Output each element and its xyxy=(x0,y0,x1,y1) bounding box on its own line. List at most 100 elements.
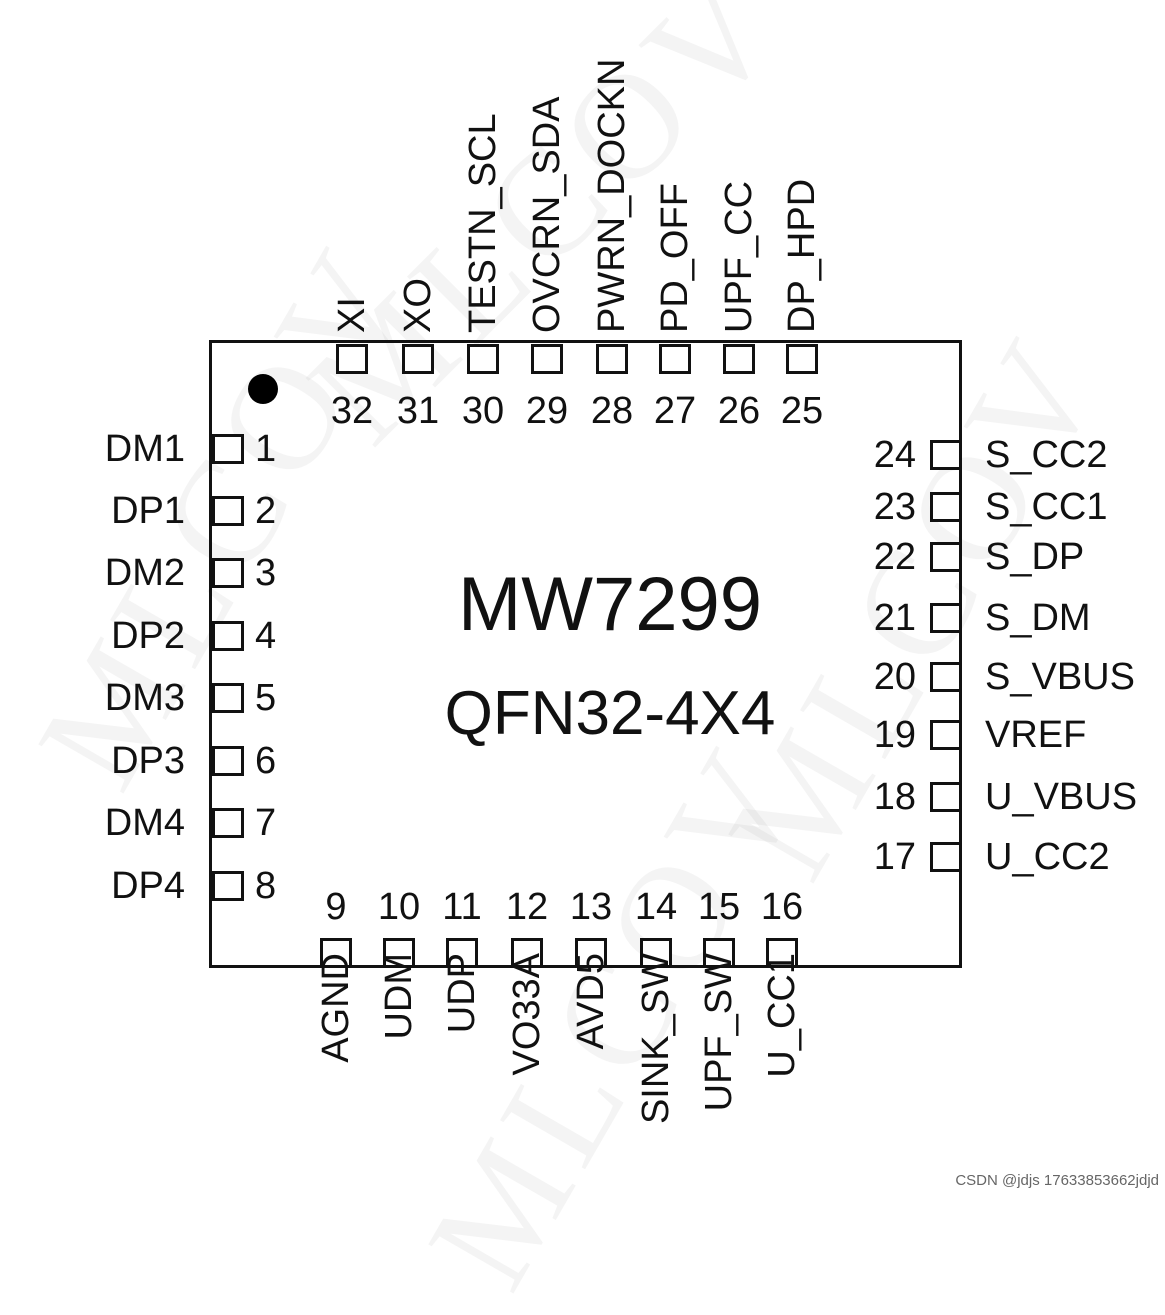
pin-pad xyxy=(320,938,352,968)
pin-number-label: 19 xyxy=(873,714,916,756)
pin-name-label: DP1 xyxy=(111,490,185,532)
pin-number-label: 11 xyxy=(442,886,482,928)
pin-number-label: 21 xyxy=(873,597,916,639)
pin-number-label: 18 xyxy=(873,776,916,818)
pin-pad xyxy=(212,558,244,588)
pin-number-label: 24 xyxy=(873,434,916,476)
pin-name-label: TESTN_SCL xyxy=(462,113,504,333)
pin-name-label: UPF_CC xyxy=(718,180,760,333)
pin-name-label: AGND xyxy=(315,953,357,1063)
pin-pad xyxy=(446,938,478,968)
pin-pad xyxy=(659,344,691,374)
pin-pad xyxy=(467,344,499,374)
pin-pad xyxy=(402,344,434,374)
pin-number-label: 28 xyxy=(590,390,634,432)
pin-name-label: PWRN_DOCKN xyxy=(591,58,633,333)
pin-name-label: DM2 xyxy=(104,552,185,594)
pin-name-label: UPF_SW xyxy=(698,953,740,1112)
pin-number-label: 32 xyxy=(330,390,374,432)
pin-number-label: 29 xyxy=(525,390,569,432)
pin-name-label: DM3 xyxy=(104,677,185,719)
pin-name-label: S_CC1 xyxy=(985,486,1108,528)
pin-number-label: 30 xyxy=(461,390,505,432)
pin-name-label: DP4 xyxy=(111,865,185,907)
pin-name-label: DM1 xyxy=(104,428,185,470)
pin-number-label: 25 xyxy=(780,390,824,432)
pin-number-label: 12 xyxy=(505,886,549,928)
pin-pad xyxy=(930,720,962,750)
pin-pad xyxy=(930,542,962,572)
pin-number-label: 8 xyxy=(255,865,277,907)
pin-name-label: UDM xyxy=(378,953,420,1040)
pin-pad xyxy=(575,938,607,968)
pin-name-label: XI xyxy=(331,297,373,333)
pin-number-label: 14 xyxy=(634,886,678,928)
pin-pad xyxy=(212,621,244,651)
pin-pad xyxy=(930,603,962,633)
pin-name-label: DP2 xyxy=(111,615,185,657)
pin-name-label: DM4 xyxy=(104,802,185,844)
pin-pad xyxy=(930,782,962,812)
pin-number-label: 6 xyxy=(255,740,277,782)
pin-pad xyxy=(786,344,818,374)
pin-pad xyxy=(766,938,798,968)
pinout-diagram: MLCOV MLCOV MLCOV MLCOV MW7299 QFN32-4X4… xyxy=(6,0,1159,1314)
pin-pad xyxy=(930,440,962,470)
pin-name-label: SINK_SW xyxy=(635,953,677,1125)
pin1-indicator-dot xyxy=(248,374,278,404)
pin-number-label: 17 xyxy=(873,836,916,878)
pin-pad xyxy=(212,746,244,776)
pin-name-label: VO33A xyxy=(506,953,548,1076)
pin-name-label: U_CC2 xyxy=(985,836,1110,878)
pin-number-label: 7 xyxy=(255,802,277,844)
chip-package-label: QFN32-4X4 xyxy=(444,679,776,748)
pin-name-label: S_VBUS xyxy=(985,656,1135,698)
pin-number-label: 1 xyxy=(255,428,277,470)
pin-number-label: 10 xyxy=(377,886,421,928)
pin-pad xyxy=(383,938,415,968)
pin-pad xyxy=(336,344,368,374)
pin-pad xyxy=(596,344,628,374)
pin-number-label: 26 xyxy=(717,390,761,432)
pin-name-label: U_CC1 xyxy=(761,953,803,1078)
pin-number-label: 3 xyxy=(255,552,277,594)
pin-pad xyxy=(212,808,244,838)
pin-number-label: 15 xyxy=(697,886,741,928)
pin-number-label: 27 xyxy=(653,390,697,432)
pin-name-label: U_VBUS xyxy=(985,776,1138,818)
chip-name: MW7299 xyxy=(457,562,763,647)
pin-number-label: 4 xyxy=(255,615,277,657)
pin-number-label: 2 xyxy=(255,490,277,532)
pin-pad xyxy=(703,938,735,968)
pin-name-label: AVD5 xyxy=(570,953,612,1050)
pin-number-label: 23 xyxy=(873,486,916,528)
pin-number-label: 13 xyxy=(569,886,613,928)
pin-name-label: UDP xyxy=(441,953,483,1034)
pin-pad xyxy=(212,871,244,901)
pin-number-label: 22 xyxy=(873,536,916,578)
pin-number-label: 31 xyxy=(396,390,440,432)
pin-pad xyxy=(212,434,244,464)
pin-name-label: XO xyxy=(397,278,439,333)
pin-number-label: 9 xyxy=(325,886,347,928)
pin-pad xyxy=(212,496,244,526)
pin-name-label: OVCRN_SDA xyxy=(526,96,568,334)
pin-name-label: VREF xyxy=(985,714,1087,756)
pin-number-label: 16 xyxy=(760,886,804,928)
pin-number-label: 5 xyxy=(255,677,277,719)
pin-name-label: DP_HPD xyxy=(781,178,823,333)
pin-name-label: S_DP xyxy=(985,536,1085,578)
pin-pad xyxy=(511,938,543,968)
pin-pad xyxy=(930,662,962,692)
credit-text: CSDN @jdjs 17633853662jdjd xyxy=(955,1172,1159,1189)
pin-name-label: S_CC2 xyxy=(985,434,1108,476)
pin-pad xyxy=(531,344,563,374)
pin-name-label: PD_OFF xyxy=(654,183,696,333)
pin-pad xyxy=(930,492,962,522)
pin-name-label: DP3 xyxy=(111,740,185,782)
pin-pad xyxy=(212,683,244,713)
pin-pad xyxy=(723,344,755,374)
pin-name-label: S_DM xyxy=(985,597,1091,639)
pin-number-label: 20 xyxy=(873,656,916,698)
pin-pad xyxy=(930,842,962,872)
